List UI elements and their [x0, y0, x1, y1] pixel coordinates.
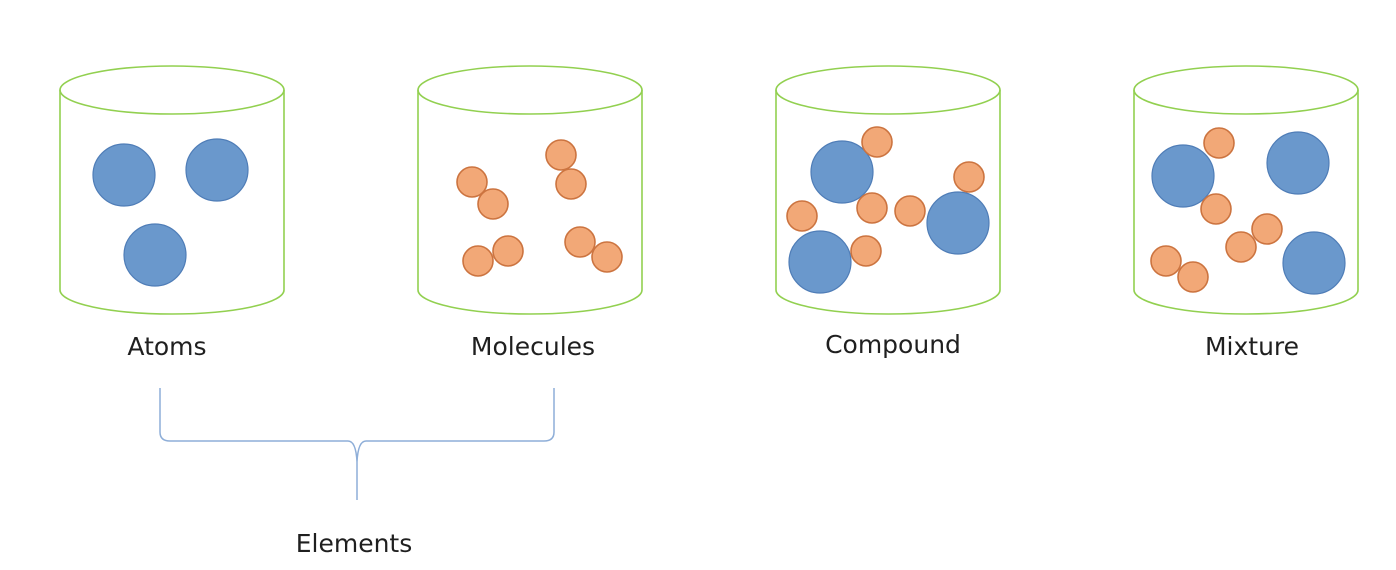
small-atom-particle — [856, 192, 888, 224]
large-atom-particle — [788, 230, 852, 294]
small-atom-particle — [545, 139, 577, 171]
atoms-particles — [92, 138, 249, 287]
elements-brace — [159, 388, 555, 500]
particles — [92, 126, 1346, 295]
large-atom-particle — [92, 143, 156, 207]
small-atom-particle — [1150, 245, 1182, 277]
large-atom-particle — [185, 138, 249, 202]
small-atom-particle — [492, 235, 524, 267]
mixture-container-body — [1133, 90, 1359, 315]
molecules-label: Molecules — [471, 332, 595, 361]
small-atom-particle — [564, 226, 596, 258]
small-atom-particle — [591, 241, 623, 273]
elements-label: Elements — [296, 529, 413, 558]
small-atom-particle — [953, 161, 985, 193]
compound-container-body — [775, 90, 1001, 315]
compound-label: Compound — [825, 330, 961, 359]
large-atom-particle — [810, 140, 874, 204]
compound-container — [775, 65, 1001, 315]
small-atom-particle — [861, 126, 893, 158]
atoms-container — [59, 65, 285, 315]
small-atom-particle — [1177, 261, 1209, 293]
small-atom-particle — [894, 195, 926, 227]
mixture-label: Mixture — [1205, 332, 1299, 361]
small-atom-particle — [850, 235, 882, 267]
large-atom-particle — [1266, 131, 1330, 195]
molecules-container — [417, 65, 643, 315]
molecules-particles — [456, 139, 623, 277]
small-atom-particle — [1251, 213, 1283, 245]
large-atom-particle — [1282, 231, 1346, 295]
small-atom-particle — [555, 168, 587, 200]
small-atom-particle — [456, 166, 488, 198]
large-atom-particle — [1151, 144, 1215, 208]
atoms-container-body — [59, 90, 285, 315]
large-atom-particle — [123, 223, 187, 287]
large-atom-particle — [926, 191, 990, 255]
molecules-container-body — [417, 90, 643, 315]
small-atom-particle — [786, 200, 818, 232]
small-atom-particle — [1200, 193, 1232, 225]
molecules-container-rim — [417, 65, 643, 115]
atoms-container-rim — [59, 65, 285, 115]
compound-container-rim — [775, 65, 1001, 115]
mixture-container-rim — [1133, 65, 1359, 115]
atoms-label: Atoms — [127, 332, 206, 361]
small-atom-particle — [1225, 231, 1257, 263]
compound-particles — [786, 126, 990, 294]
small-atom-particle — [477, 188, 509, 220]
small-atom-particle — [462, 245, 494, 277]
mixture-particles — [1150, 127, 1346, 295]
containers — [59, 65, 1359, 315]
mixture-container — [1133, 65, 1359, 315]
small-atom-particle — [1203, 127, 1235, 159]
